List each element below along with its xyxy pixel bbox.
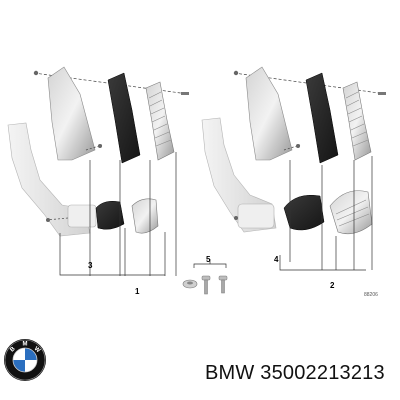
- callout-2: 2: [330, 281, 335, 290]
- screw-icon: [201, 275, 211, 295]
- right-brake-screw: [234, 216, 238, 220]
- left-accelerator-pad: [47, 66, 96, 161]
- left-black-pad: [107, 72, 141, 164]
- svg-text:B: B: [9, 346, 17, 354]
- svg-text:M: M: [23, 342, 28, 348]
- right-black-pad: [305, 72, 339, 164]
- part-number: 35002213213: [260, 362, 385, 384]
- pedal-parts-diagram: 1 2 3 4 5 88206: [7, 66, 387, 298]
- svg-text:W: W: [33, 346, 41, 354]
- callout-1: 1: [135, 287, 140, 296]
- callout-5: 5: [206, 255, 211, 264]
- brand-name: BMW: [205, 362, 255, 384]
- part-title: BMW 35002213213: [205, 362, 385, 385]
- right-top-screw: [233, 70, 239, 76]
- left-brake-alu-pad: [131, 198, 159, 234]
- bmw-roundel-icon: B M W: [4, 339, 46, 381]
- right-brake-alu-pad: [329, 190, 373, 235]
- fastener-set: [182, 259, 228, 295]
- right-brake-rubber: [237, 203, 275, 229]
- left-brake-screw: [46, 218, 50, 222]
- callout-3: 3: [88, 261, 93, 270]
- right-brake-black-pad: [283, 195, 325, 231]
- right-mid-screw: [296, 144, 300, 148]
- drawing-code: 88206: [364, 292, 378, 298]
- left-brake-rubber: [67, 204, 97, 228]
- left-brake-black-pad: [95, 201, 125, 230]
- left-top-screw: [33, 70, 39, 76]
- right-assembly: [201, 66, 387, 271]
- left-ribbed-pad: [145, 81, 175, 161]
- bolt-icon: [218, 275, 228, 294]
- left-mid-screw: [98, 144, 102, 148]
- right-accelerator-pad: [245, 66, 293, 161]
- callout-4: 4: [274, 255, 279, 264]
- right-ribbed-pad: [342, 81, 372, 161]
- left-assembly: [7, 66, 189, 276]
